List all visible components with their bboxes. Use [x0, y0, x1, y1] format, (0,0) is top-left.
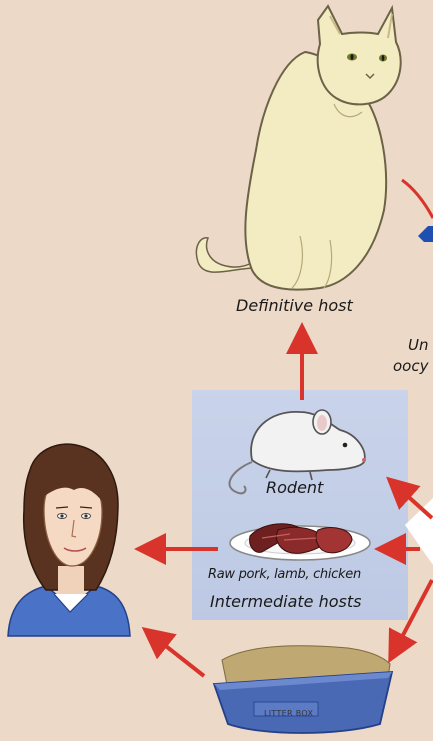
intermediate-hosts-label: Intermediate hosts — [210, 592, 361, 611]
arrow-litter-to-human — [148, 632, 204, 676]
rodent-label: Rodent — [266, 478, 323, 497]
oocyst-label-line-2: oocy — [393, 357, 428, 375]
meat-label: Raw pork, lamb, chicken — [208, 567, 361, 582]
definitive-host-label: Definitive host — [236, 296, 353, 315]
blue-marker-icon — [418, 226, 433, 242]
cat-icon — [196, 6, 400, 290]
oocyst-label-line-1: Un — [408, 336, 429, 354]
oocyst-curve-arrow — [402, 180, 433, 218]
litter-box-label: LITTER BOX — [264, 709, 313, 718]
woman-icon — [8, 444, 130, 636]
litter-box-icon — [214, 646, 392, 733]
